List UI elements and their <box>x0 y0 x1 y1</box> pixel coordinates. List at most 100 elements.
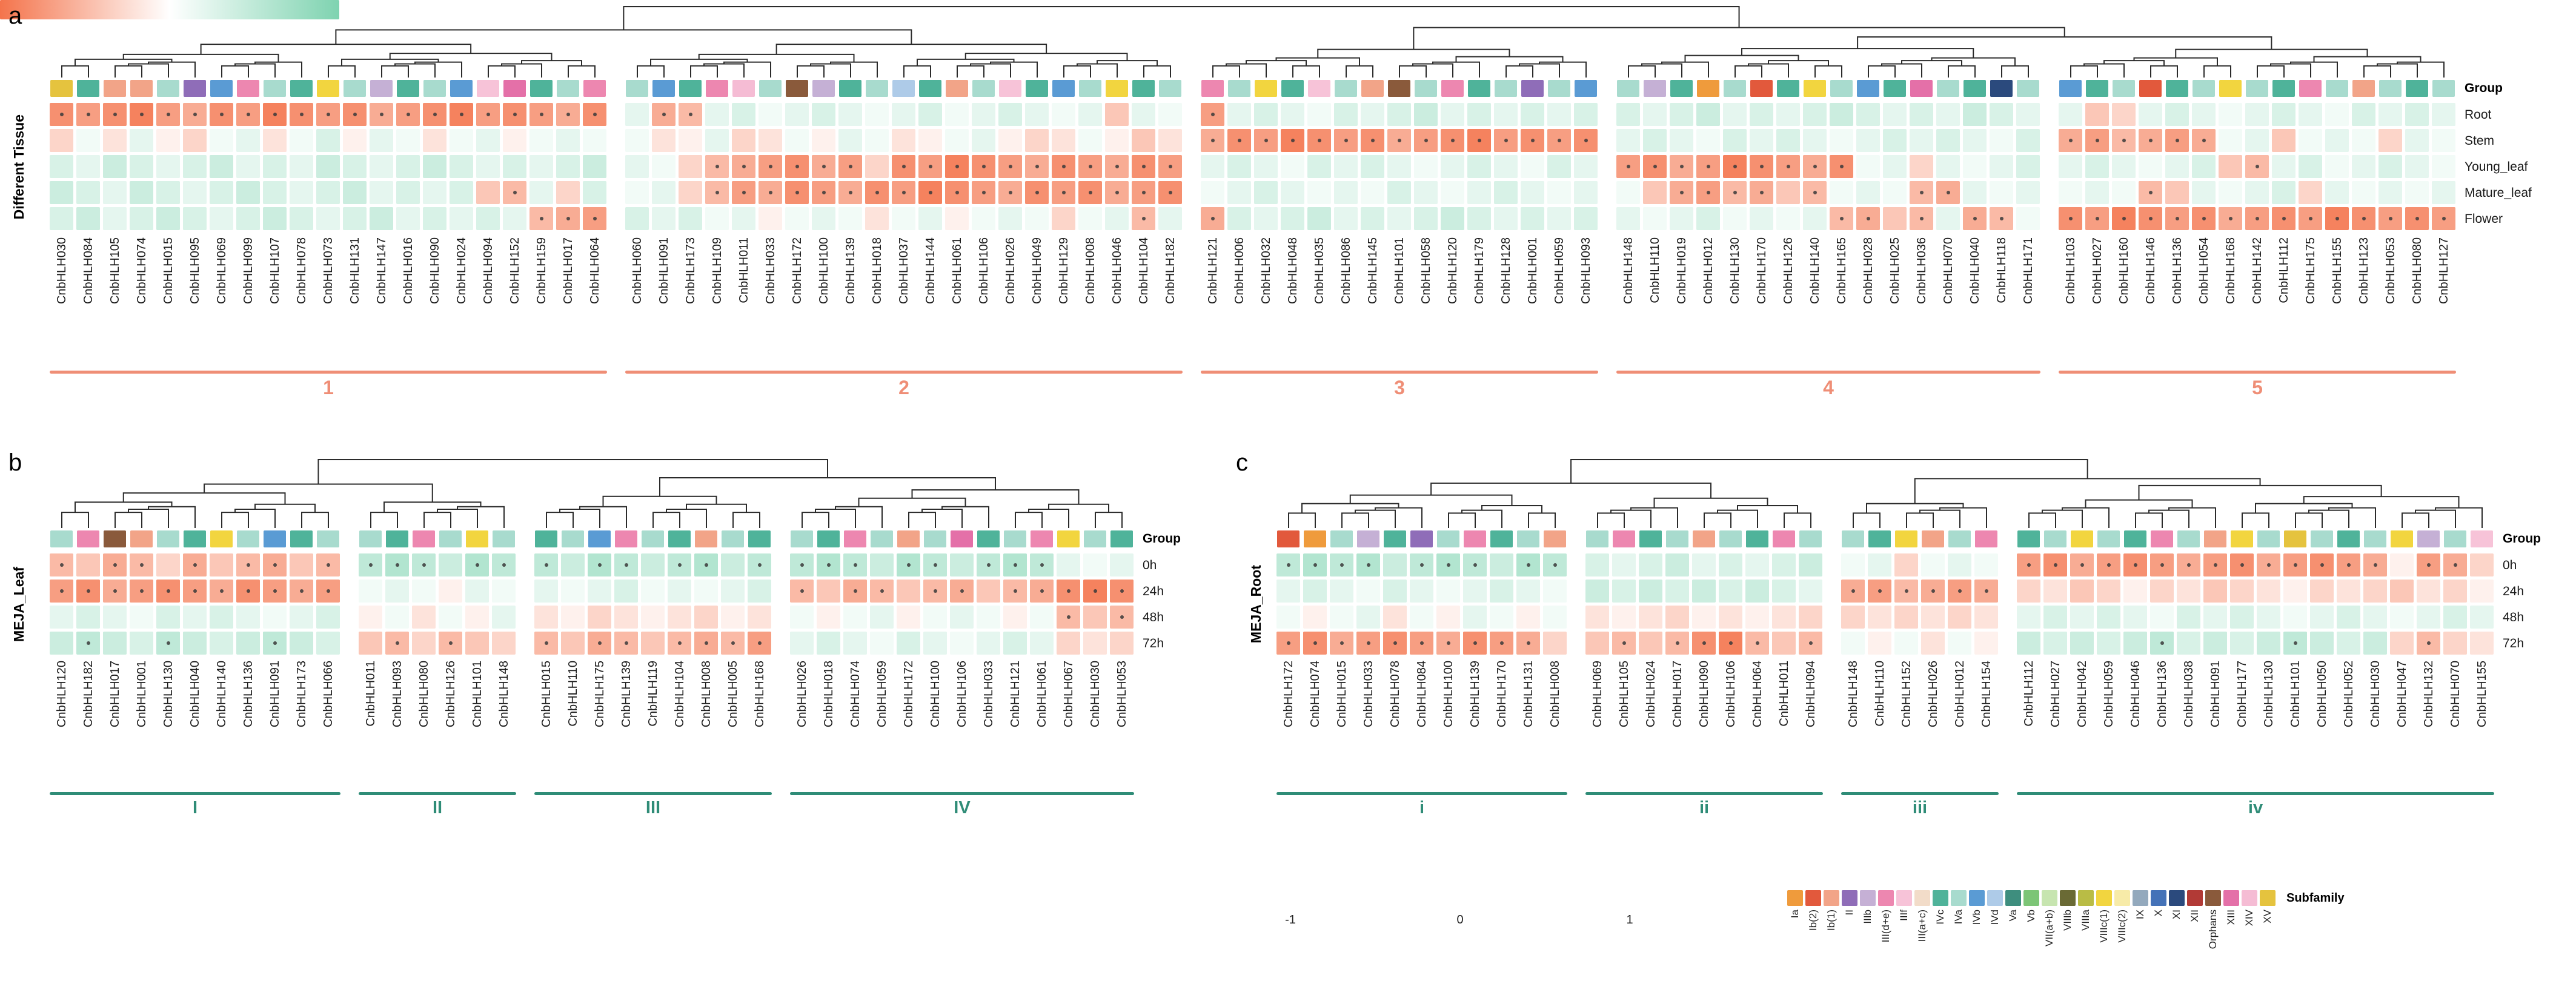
significance-dot <box>219 113 224 116</box>
subfamily-label: VIIIc(2) <box>2113 910 2131 979</box>
column-label: CnbHLH128 <box>1493 237 1519 362</box>
column-label-text: CnbHLH121 <box>1008 661 1022 728</box>
heatmap-cell <box>1410 580 1433 603</box>
group-swatch <box>77 80 99 97</box>
heatmap-cell <box>2085 181 2109 204</box>
subfamily-label-text: Vb <box>2025 910 2037 922</box>
heatmap-cell <box>2378 181 2402 204</box>
heatmap-cell <box>2123 580 2147 603</box>
heatmap-cell <box>2352 181 2375 204</box>
heatmap-cell <box>423 207 446 230</box>
significance-dot <box>1141 191 1146 194</box>
row-label: 0h <box>1143 558 1157 572</box>
significance-dot <box>379 113 383 116</box>
heatmap-cell <box>492 632 516 655</box>
column-label: CnbHLH175 <box>2297 237 2324 362</box>
heatmap-cell <box>1441 181 1464 204</box>
group-swatch <box>264 530 286 547</box>
heatmap-cell <box>412 580 436 603</box>
significance-dot <box>193 563 197 567</box>
heatmap-cell <box>316 181 340 204</box>
heatmap-cell <box>668 606 691 629</box>
column-label-text: CnbHLH016 <box>401 237 415 305</box>
significance-dot <box>193 589 197 593</box>
column-label-text: CnbHLH038 <box>2182 661 2196 728</box>
group-swatch <box>1031 530 1053 547</box>
group-swatch <box>652 80 675 97</box>
significance-dot <box>539 113 543 116</box>
significance-dot <box>273 113 277 116</box>
significance-dot <box>86 589 90 593</box>
heatmap-cell <box>2432 129 2455 152</box>
row-label: Flower <box>2465 211 2503 226</box>
significance-dot <box>2148 139 2153 142</box>
heatmap-cell <box>210 632 233 655</box>
column-label: CnbHLH053 <box>2377 237 2404 362</box>
heatmap-cell <box>1963 103 1987 126</box>
heatmap-cell <box>156 129 180 152</box>
group-swatch <box>2071 530 2093 547</box>
subfamily-swatch <box>2078 890 2094 906</box>
heatmap-cell <box>2016 207 2040 230</box>
heatmap-cell <box>1772 553 1796 576</box>
column-label-text: CnbHLH168 <box>752 661 766 728</box>
significance-dot <box>1008 191 1012 194</box>
group-swatch <box>50 80 73 97</box>
significance-dot <box>1066 615 1071 619</box>
heatmap-cell <box>439 553 462 576</box>
heatmap-cell <box>652 129 676 152</box>
subfamily-label-text: VII(a+b) <box>2043 910 2055 946</box>
heatmap-cell <box>476 155 500 178</box>
heatmap-cell <box>1490 606 1513 629</box>
column-label: CnbHLH152 <box>502 237 528 362</box>
heatmap-cell <box>1494 207 1518 230</box>
heatmap-cell <box>1494 181 1518 204</box>
subfamily-swatch <box>1805 890 1821 906</box>
heatmap-cell <box>843 632 867 655</box>
group-swatch <box>184 80 206 97</box>
column-label-text: CnbHLH064 <box>1750 661 1764 728</box>
column-label-text: CnbHLH105 <box>1617 661 1631 728</box>
column-label: CnbHLH064 <box>582 237 608 362</box>
column-label: CnbHLH046 <box>1104 237 1130 362</box>
subfamily-label: Va <box>2004 910 2022 979</box>
heatmap-cell <box>290 553 313 576</box>
heatmap-cell <box>1547 155 1571 178</box>
group-swatch <box>1639 530 1662 547</box>
heatmap-cell <box>1639 580 1662 603</box>
heatmap-cell <box>50 606 73 629</box>
column-label: CnbHLH012 <box>1695 237 1722 362</box>
column-label: CnbHLH154 <box>1973 661 2000 782</box>
column-label: CnbHLH119 <box>640 661 666 782</box>
heatmap-cell <box>1883 103 1907 126</box>
column-label-text: CnbHLH033 <box>763 237 777 305</box>
color-scale-bar <box>0 0 339 19</box>
heatmap-cell <box>1612 553 1636 576</box>
heatmap-cell <box>1414 103 1438 126</box>
heatmap-cell <box>583 129 606 152</box>
heatmap-cell <box>1083 606 1107 629</box>
heatmap-cell <box>1132 103 1155 126</box>
heatmap-cell <box>423 129 446 152</box>
heatmap-cell <box>1334 103 1358 126</box>
column-label: CnbHLH105 <box>1611 661 1638 782</box>
heatmap-cell <box>2203 632 2227 655</box>
column-label-text: CnbHLH128 <box>1499 237 1513 305</box>
significance-dot <box>1088 165 1092 168</box>
heatmap-cell <box>1078 103 1102 126</box>
heatmap-cell <box>897 632 920 655</box>
heatmap-cell <box>2219 155 2242 178</box>
column-label-text: CnbHLH177 <box>2235 661 2249 728</box>
heatmap-cell <box>1030 632 1054 655</box>
column-label-text: CnbHLH059 <box>1552 237 1566 305</box>
group-swatch <box>237 80 259 97</box>
column-label: CnbHLH100 <box>922 661 949 782</box>
heatmap-cell <box>2417 606 2440 629</box>
heatmap-cell <box>1105 103 1129 126</box>
heatmap-cell <box>316 129 340 152</box>
group-swatch <box>1750 80 1773 97</box>
heatmap-cell <box>972 129 995 152</box>
group-swatch <box>1521 80 1544 97</box>
heatmap-cell <box>1201 181 1224 204</box>
column-label: CnbHLH017 <box>1664 661 1691 782</box>
